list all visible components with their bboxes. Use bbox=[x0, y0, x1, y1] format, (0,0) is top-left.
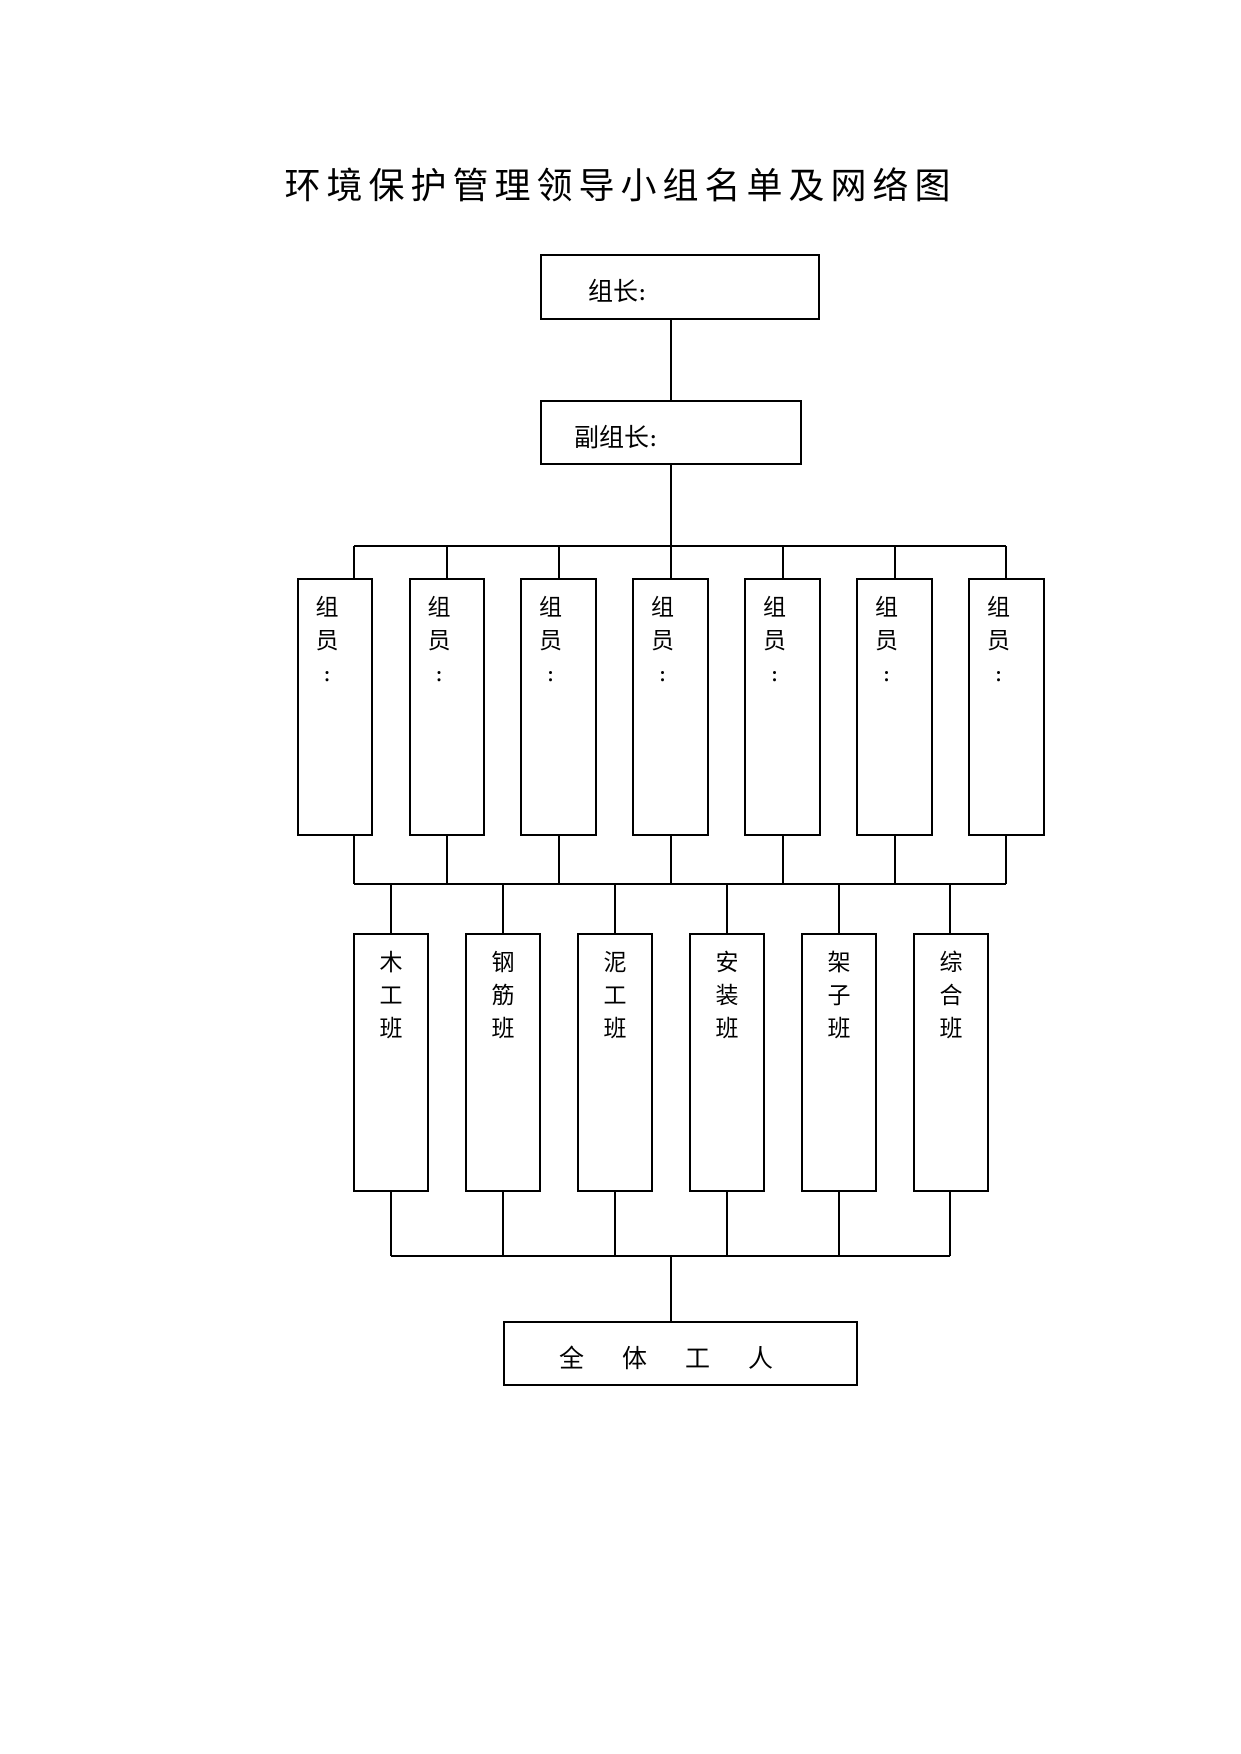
team-box-2: 钢 筋 班 bbox=[465, 933, 541, 1192]
member-box-2: 组 员 : bbox=[409, 578, 485, 836]
member-5-char-3: : bbox=[770, 661, 779, 687]
member-3-char-2: 员 bbox=[539, 628, 562, 654]
member-6-char-1: 组 bbox=[875, 595, 898, 621]
member-4-char-2: 员 bbox=[651, 628, 674, 654]
member-3-char-3: : bbox=[546, 661, 555, 687]
team-box-5: 架 子 班 bbox=[801, 933, 877, 1192]
workers-box: 全体工人 bbox=[503, 1321, 858, 1386]
team-4-char-3: 班 bbox=[715, 1016, 739, 1042]
team-6-char-3: 班 bbox=[939, 1016, 963, 1042]
workers-label: 全体工人 bbox=[559, 1344, 812, 1373]
member-box-4: 组 员 : bbox=[632, 578, 709, 836]
leader-label: 组长: bbox=[588, 277, 647, 306]
member-box-1: 组 员 : bbox=[297, 578, 373, 836]
member-7-char-3: : bbox=[994, 661, 1003, 687]
team-box-6: 综 合 班 bbox=[913, 933, 989, 1192]
team-1-char-3: 班 bbox=[379, 1016, 403, 1042]
team-box-4: 安 装 班 bbox=[689, 933, 765, 1192]
deputy-label: 副组长: bbox=[574, 423, 658, 452]
team-3-char-1: 泥 bbox=[603, 950, 627, 976]
member-2-char-3: : bbox=[435, 661, 443, 687]
team-6-char-2: 合 bbox=[939, 983, 963, 1009]
team-2-char-1: 钢 bbox=[491, 950, 515, 976]
member-1-char-2: 员 bbox=[315, 628, 339, 654]
member-1-char-3: : bbox=[323, 661, 331, 687]
member-7-char-1: 组 bbox=[987, 595, 1010, 621]
member-box-6: 组 员 : bbox=[856, 578, 933, 836]
member-1-char-1: 组 bbox=[315, 595, 339, 621]
member-4-char-1: 组 bbox=[651, 595, 674, 621]
team-3-char-3: 班 bbox=[603, 1016, 627, 1042]
team-2-char-3: 班 bbox=[491, 1016, 515, 1042]
page-title: 环境保护管理领导小组名单及网络图 bbox=[284, 166, 957, 207]
member-4-char-3: : bbox=[658, 661, 667, 687]
team-5-char-2: 子 bbox=[827, 983, 851, 1009]
team-box-3: 泥 工 班 bbox=[577, 933, 653, 1192]
team-2-char-2: 筋 bbox=[491, 983, 515, 1009]
leader-box: 组长: bbox=[540, 254, 820, 320]
member-6-char-2: 员 bbox=[875, 628, 898, 654]
member-box-3: 组 员 : bbox=[520, 578, 597, 836]
member-7-char-2: 员 bbox=[987, 628, 1010, 654]
team-4-char-1: 安 bbox=[715, 950, 739, 976]
team-6-char-1: 综 bbox=[939, 950, 963, 976]
team-3-char-2: 工 bbox=[603, 983, 627, 1009]
team-1-char-1: 木 bbox=[379, 950, 403, 976]
member-2-char-1: 组 bbox=[427, 595, 451, 621]
member-5-char-1: 组 bbox=[763, 595, 786, 621]
member-2-char-2: 员 bbox=[427, 628, 451, 654]
team-box-1: 木 工 班 bbox=[353, 933, 429, 1192]
team-5-char-1: 架 bbox=[827, 950, 851, 976]
member-3-char-1: 组 bbox=[539, 595, 562, 621]
member-box-5: 组 员 : bbox=[744, 578, 821, 836]
team-5-char-3: 班 bbox=[827, 1016, 851, 1042]
team-1-char-2: 工 bbox=[379, 983, 403, 1009]
member-box-7: 组 员 : bbox=[968, 578, 1045, 836]
member-6-char-3: : bbox=[882, 661, 891, 687]
deputy-box: 副组长: bbox=[540, 400, 802, 465]
member-5-char-2: 员 bbox=[763, 628, 786, 654]
team-4-char-2: 装 bbox=[715, 983, 739, 1009]
